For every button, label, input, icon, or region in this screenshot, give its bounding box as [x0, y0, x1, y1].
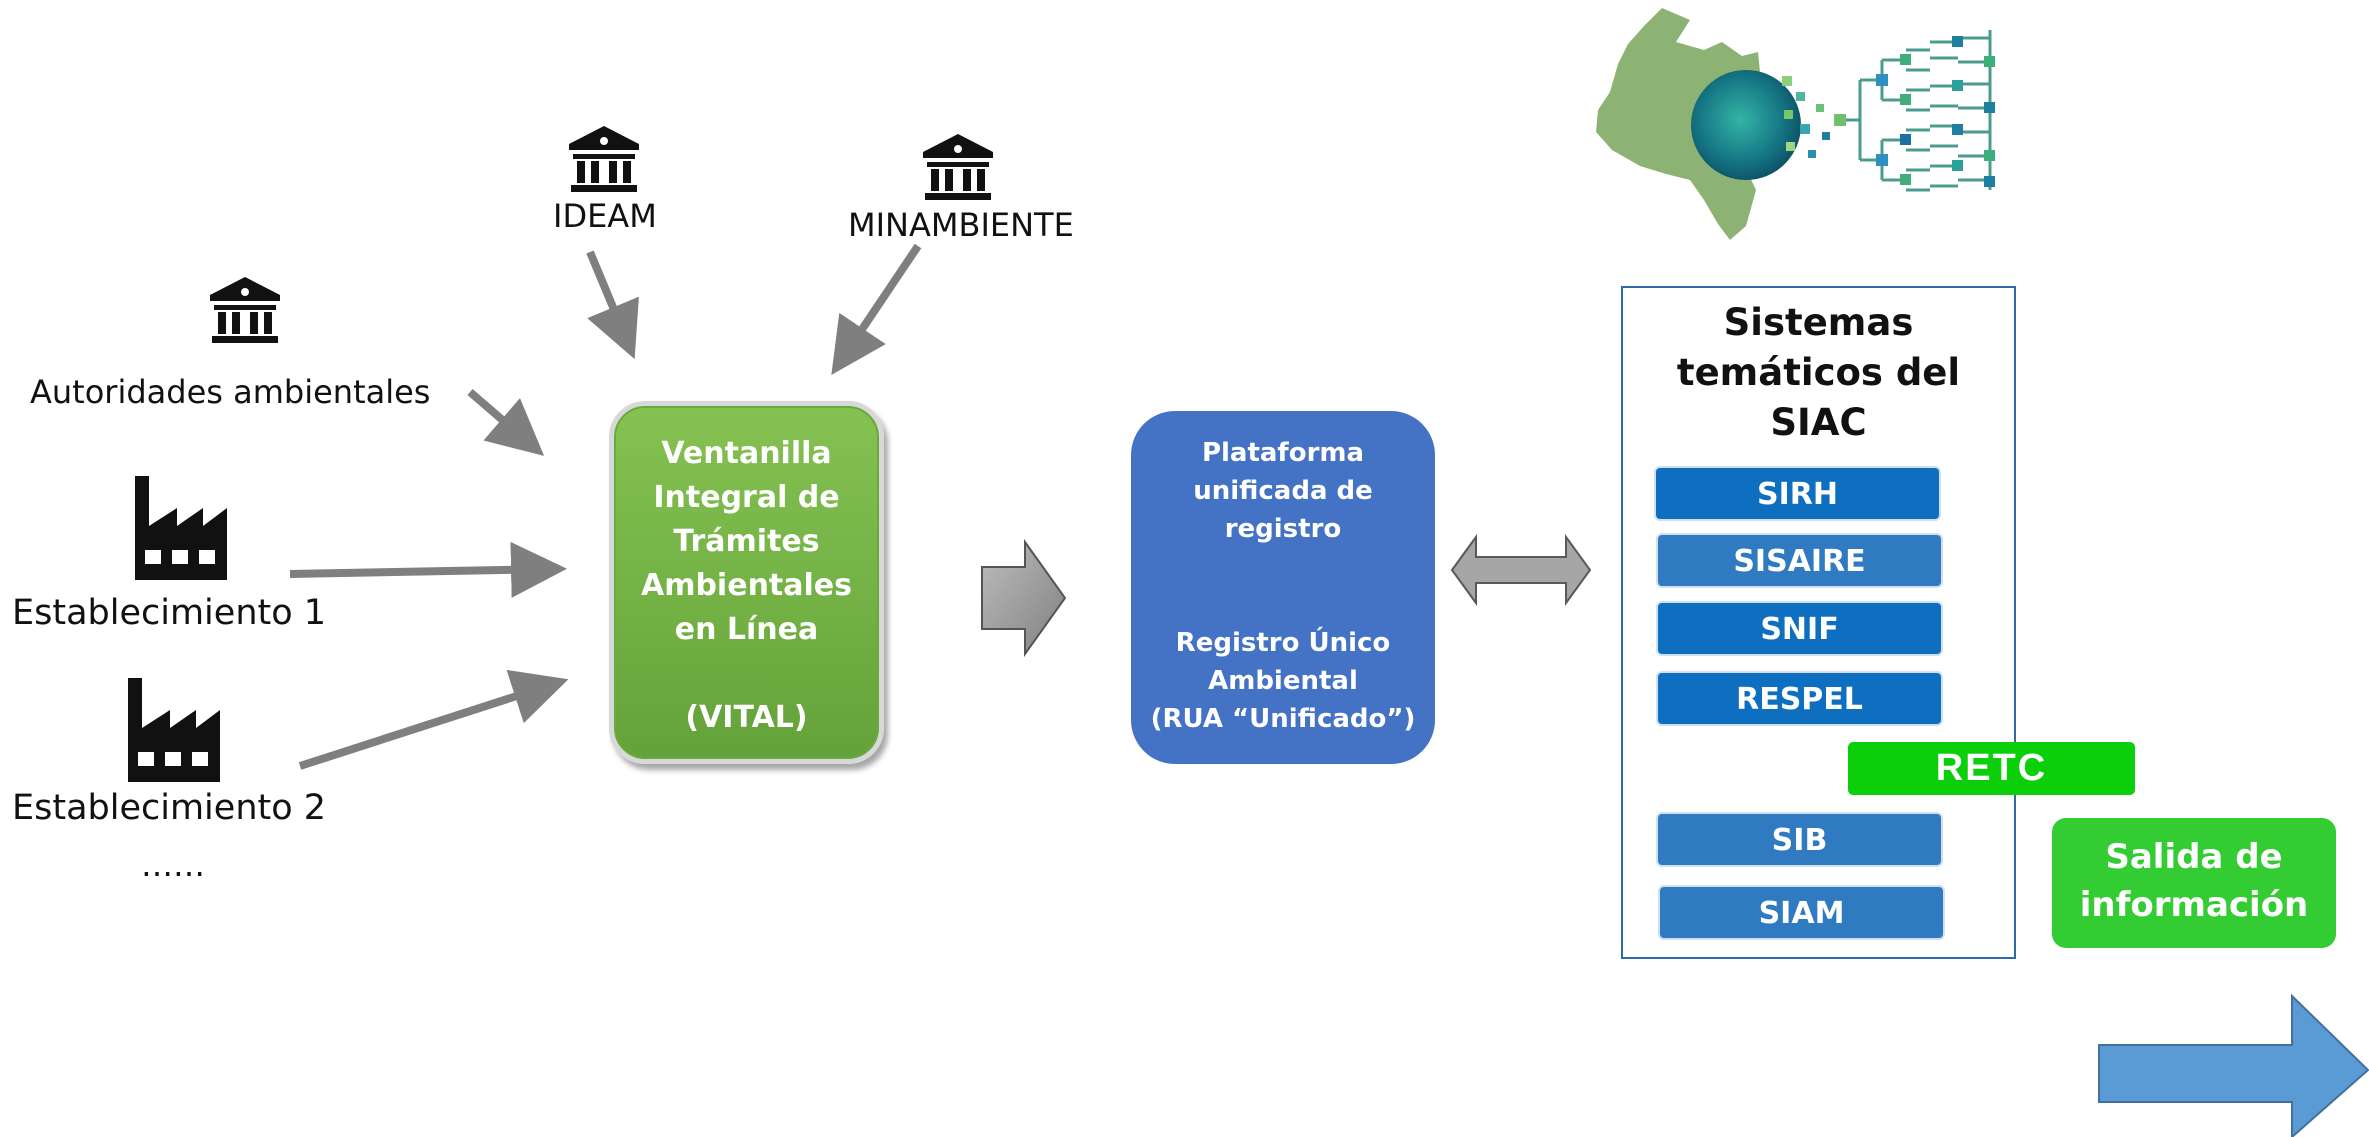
establecimiento2-label: Establecimiento 2 — [12, 788, 327, 828]
plataforma-line: unificada de — [1193, 476, 1373, 506]
minambiente-label: MINAMBIENTE — [848, 206, 1074, 244]
autoridades-label: Autoridades ambientales — [30, 373, 431, 411]
siac-title: Sistemas temáticos del SIAC — [1621, 298, 2016, 448]
plataforma-line — [1131, 586, 1435, 624]
vital-line: Integral de — [653, 480, 840, 515]
colombia-data-network-logo — [1596, 8, 1995, 240]
retc-box[interactable]: RETC — [1848, 742, 2135, 795]
colombia-map-shape — [1596, 8, 1760, 240]
block-arrow-vital-to-plataforma — [981, 538, 1067, 658]
vital-line — [614, 652, 879, 696]
plataforma-line: Registro Único — [1175, 628, 1391, 658]
network-tree — [1840, 30, 1992, 192]
globe-shape — [1691, 70, 1801, 180]
network-nodes — [1834, 36, 1995, 187]
arrow-autoridades-to-vital — [467, 388, 545, 456]
factory-icon — [135, 476, 227, 580]
institution-icon — [923, 134, 993, 200]
system-respel[interactable]: RESPEL — [1656, 671, 1943, 726]
vital-line: en Línea — [674, 612, 819, 647]
plataforma-line: registro — [1224, 514, 1342, 544]
siac-title-line: temáticos del — [1676, 351, 1961, 394]
vital-line: Trámites — [673, 524, 820, 559]
pixel-dots — [1782, 76, 1830, 158]
salida-informacion-box[interactable]: Salida de información — [2052, 818, 2336, 948]
system-sirh[interactable]: SIRH — [1654, 466, 1941, 521]
plataforma-box: Plataforma unificada de registro Registr… — [1131, 411, 1435, 764]
salida-line: Salida de — [2105, 837, 2283, 877]
system-siam[interactable]: SIAM — [1658, 885, 1945, 940]
system-snif[interactable]: SNIF — [1656, 601, 1943, 656]
establecimiento1-label: Establecimiento 1 — [12, 593, 327, 633]
vital-line: Ambientales — [640, 568, 852, 603]
big-blue-arrow — [2098, 993, 2369, 1137]
more-ellipsis: …… — [141, 846, 205, 884]
salida-line: información — [2079, 885, 2309, 925]
system-sib[interactable]: SIB — [1656, 812, 1943, 867]
plataforma-line: Ambiental — [1208, 666, 1358, 696]
plataforma-line — [1131, 548, 1435, 586]
ideam-label: IDEAM — [553, 197, 657, 235]
arrow-establecimiento2-to-vital — [298, 669, 569, 770]
arrow-minambiente-to-vital — [831, 243, 922, 375]
arrow-ideam-to-vital — [586, 250, 639, 360]
institution-icon — [569, 126, 639, 192]
vital-box: Ventanilla Integral de Trámites Ambienta… — [609, 401, 884, 764]
system-sisaire[interactable]: SISAIRE — [1656, 533, 1943, 588]
arrow-establecimiento1-to-vital — [289, 541, 567, 598]
vital-line: Ventanilla — [661, 436, 832, 471]
siac-title-line: Sistemas — [1723, 301, 1914, 344]
factory-icon — [128, 678, 220, 782]
institution-icon — [210, 277, 280, 343]
double-arrow-plataforma-siac — [1450, 533, 1592, 607]
plataforma-line: Plataforma — [1201, 438, 1365, 468]
plataforma-line: (RUA “Unificado”) — [1150, 704, 1416, 734]
vital-line: (VITAL) — [685, 700, 808, 735]
siac-title-line: SIAC — [1770, 401, 1867, 444]
